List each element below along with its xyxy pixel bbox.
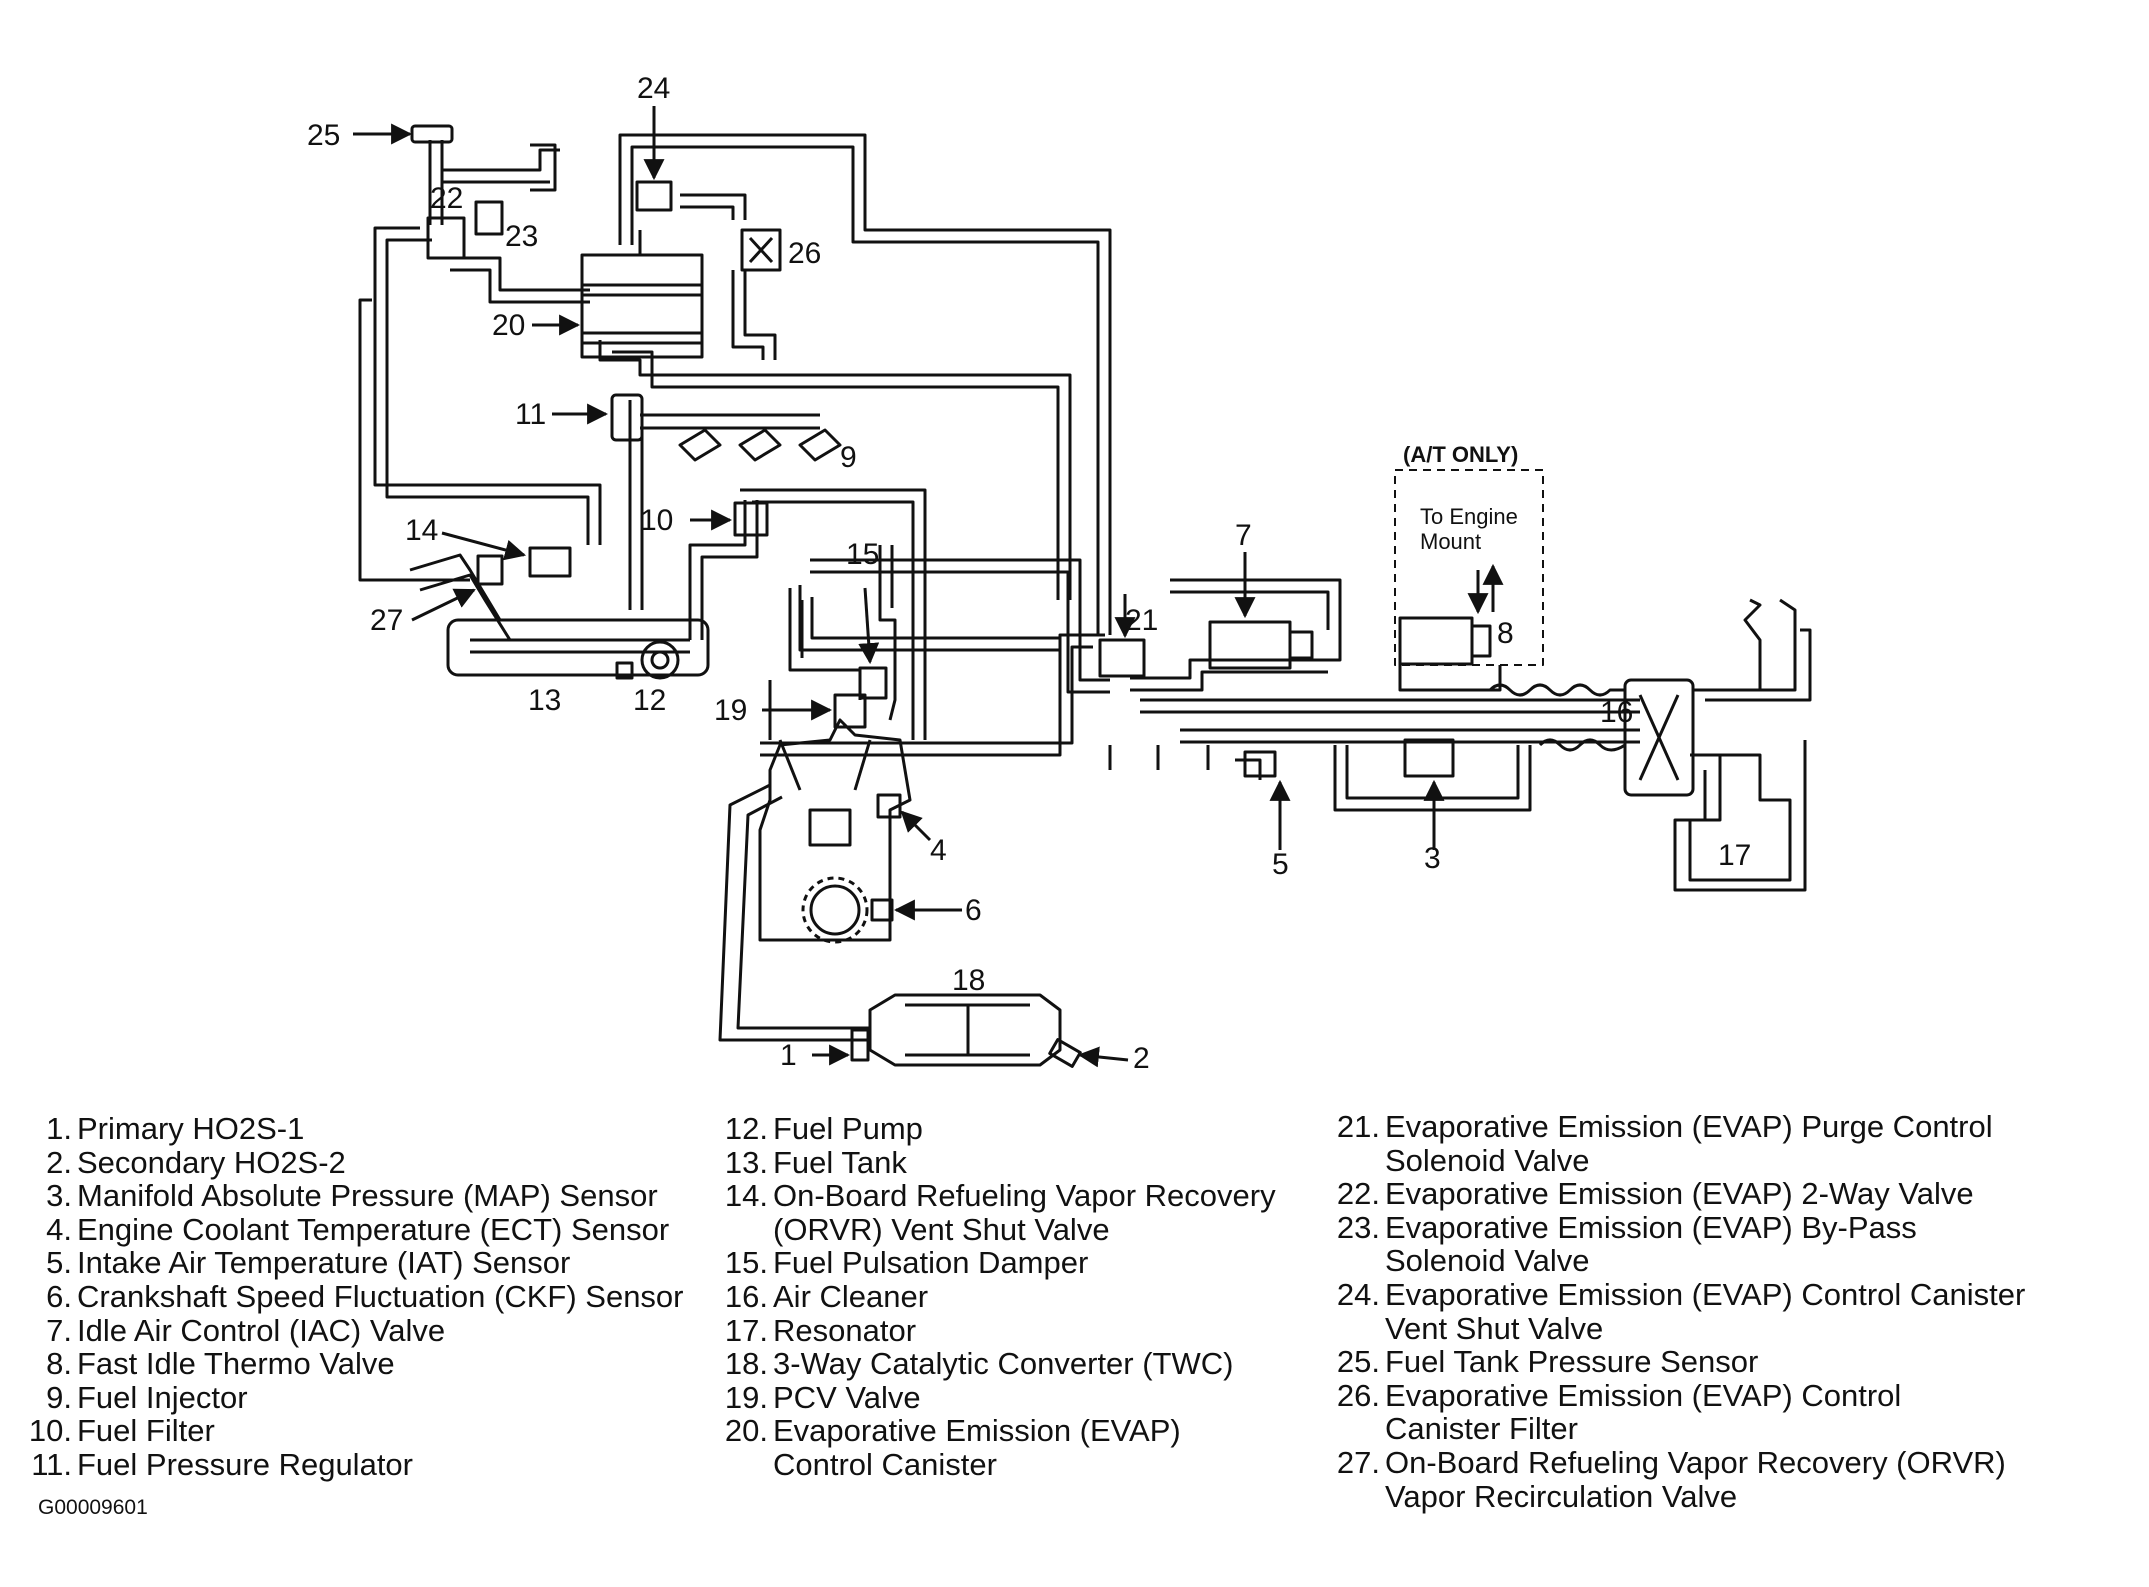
emission-system-diagram: 1 2 3 4 5 6 7 8 9 10 11 12 13 14 15 16 1… [307,72,1812,1070]
resonator [1673,740,1807,892]
crankshaft-sprocket [801,876,869,944]
callout-2: 2 [1133,1042,1150,1070]
legend-item-6: 6.Crankshaft Speed Fluctuation (CKF) Sen… [46,1278,684,1314]
legend-item-21: 21.Evaporative Emission (EVAP) Purge Con… [1336,1109,1993,1178]
legend-item-12: 12.Fuel Pump [724,1111,923,1146]
orvr-vapor-recirculation-valve [476,554,504,586]
map-sensor [1403,738,1455,778]
air-cleaner [1623,678,1695,797]
legend-item-18: 18.3-Way Catalytic Converter (TWC) [724,1346,1234,1382]
callout-10: 10 [640,504,673,537]
engine-block [758,718,912,942]
legend-item-5: 5.Intake Air Temperature (IAT) Sensor [46,1245,571,1281]
callout-18: 18 [952,964,985,997]
figure-id: G00009601 [38,1496,148,1519]
fuel-pressure-regulator [610,393,644,442]
callout-9: 9 [840,441,857,474]
legend-column-3: 21.Evaporative Emission (EVAP) Purge Con… [1330,1110,2130,1513]
callout-25: 25 [307,119,340,152]
fast-idle-thermo-valve [1398,616,1492,666]
legend-item-13: 13.Fuel Tank [724,1144,907,1180]
engine-mount-label-line2: Mount [1420,529,1481,554]
callout-7: 7 [1235,519,1252,552]
ect-sensor [876,793,902,819]
legend-item-9: 9.Fuel Injector [46,1379,248,1415]
legend-item-3: 3.Manifold Absolute Pressure (MAP) Senso… [46,1178,658,1214]
secondary-ho2s [1048,1038,1082,1068]
legend-item-15: 15.Fuel Pulsation Damper [724,1245,1089,1281]
legend-item-1: 1.Primary HO2S-1 [46,1111,305,1146]
callout-26: 26 [788,237,821,270]
vacuum-hoses [358,133,1640,1042]
at-only-box [1394,469,1544,666]
legend-item-8: 8.Fast Idle Thermo Valve [46,1346,395,1382]
legend-item-20: 20.Evaporative Emission (EVAP)Control Ca… [724,1413,1181,1482]
callout-13: 13 [528,684,561,717]
callout-4: 4 [930,834,947,867]
fuel-pulsation-damper [858,666,888,700]
legend-item-19: 19.PCV Valve [724,1379,921,1415]
legend-item-27: 27.On-Board Refueling Vapor Recovery (OR… [1336,1444,2006,1514]
fuel-filter [733,501,769,537]
legend-item-25: 25.Fuel Tank Pressure Sensor [1336,1344,1759,1380]
legend-item-7: 7.Idle Air Control (IAC) Valve [46,1312,446,1348]
fuel-tank-pressure-sensor [410,124,454,144]
evap-canister-filter [740,228,782,272]
engine-mount-label-line1: To Engine [1420,504,1518,529]
evap-canister-vent-shut-valve [635,180,673,212]
callout-12: 12 [633,684,666,717]
legend-item-10: 10.Fuel Filter [28,1413,215,1449]
fuel-injectors [678,428,842,462]
legend-column-1: 1.Primary HO2S-1 2.Secondary HO2S-2 3.Ma… [22,1112,762,1482]
ckf-sensor [870,898,894,922]
callout-16: 16 [1600,696,1633,729]
legend-column-2: 12.Fuel Pump 13.Fuel Tank 14.On-Board Re… [718,1112,1358,1482]
legend-item-16: 16.Air Cleaner [724,1278,929,1314]
orvr-vent-shut-valve [528,546,572,578]
callout-1: 1 [780,1039,797,1070]
legend-item-24: 24.Evaporative Emission (EVAP) Control C… [1336,1276,2026,1346]
legend-item-2: 2.Secondary HO2S-2 [46,1144,346,1180]
fuel-tank [409,553,710,677]
callout-27: 27 [370,604,403,637]
legend-item-4: 4.Engine Coolant Temperature (ECT) Senso… [46,1211,670,1247]
fuel-pump [615,640,680,680]
callout-21: 21 [1125,604,1158,637]
callout-17: 17 [1718,839,1751,872]
legend-item-17: 17.Resonator [724,1312,917,1348]
callout-20: 20 [492,309,525,342]
callout-5: 5 [1272,848,1289,881]
callout-6: 6 [965,894,982,927]
callout-14: 14 [405,514,438,547]
legend-item-14: 14.On-Board Refueling Vapor Recovery(ORV… [724,1178,1276,1247]
evap-purge-control-solenoid [1098,638,1146,678]
intake-hose [1693,598,1762,692]
callout-11: 11 [515,398,546,431]
evap-2-way-valve [426,216,466,260]
callout-24: 24 [637,72,670,105]
primary-ho2s [850,1028,870,1062]
callout-3: 3 [1424,842,1441,875]
callout-19: 19 [714,694,747,727]
callout-15: 15 [846,538,879,571]
idle-air-control-valve [1208,620,1314,670]
evap-control-canister [580,230,704,359]
evap-bypass-solenoid [474,200,504,236]
legend-item-22: 22.Evaporative Emission (EVAP) 2-Way Val… [1336,1176,1974,1212]
callout-23: 23 [505,220,538,253]
at-only-label: (A/T ONLY) [1403,442,1518,467]
legend-item-11: 11.Fuel Pressure Regulator [31,1446,413,1482]
callout-8: 8 [1497,617,1514,650]
iat-sensor [1243,750,1277,778]
callout-22: 22 [430,182,463,215]
pcv-valve [833,693,867,729]
catalytic-converter [868,993,1062,1067]
